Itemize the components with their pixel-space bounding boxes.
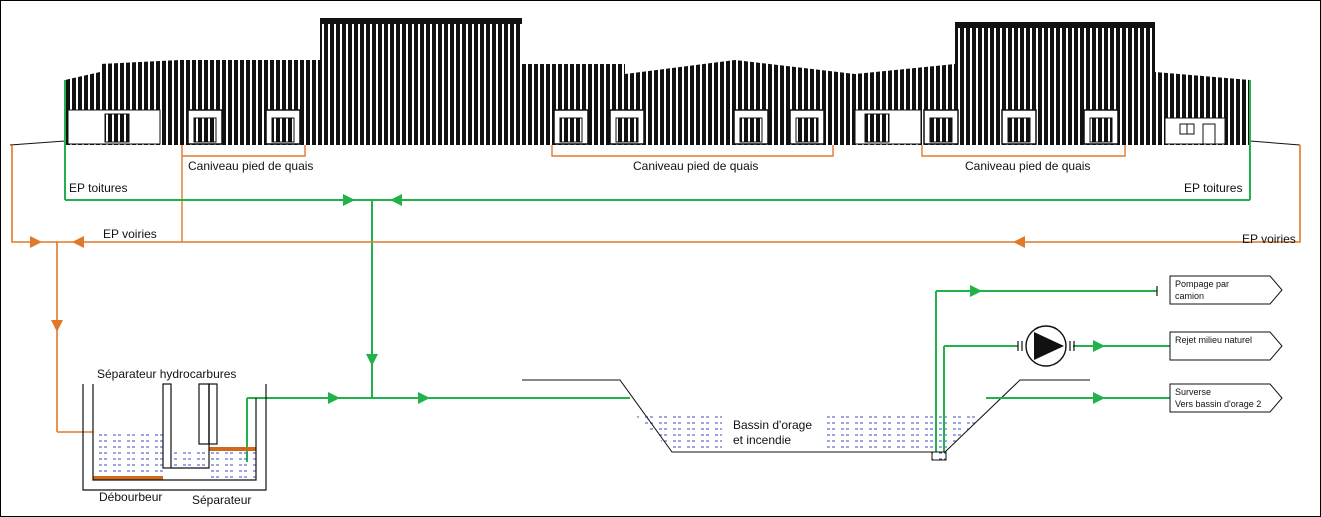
flow-arrow-icon (1013, 236, 1025, 248)
tag-surverse (1169, 383, 1283, 413)
sludge-layer (93, 476, 163, 480)
warehouse-buildings (65, 18, 1250, 145)
label-pompage-line2: camion (1175, 291, 1204, 301)
oil-layer (209, 447, 256, 451)
flow-arrow-icon (343, 194, 355, 206)
flow-arrow-icon (418, 392, 430, 404)
label-separateur-hydrocarbures: Séparateur hydrocarbures (97, 367, 236, 381)
tag-pompage (1169, 275, 1283, 305)
roof-flow-arrows (328, 194, 430, 404)
label-caniveau-2: Caniveau pied de quais (633, 159, 758, 173)
label-surverse-line1: Surverse (1175, 387, 1211, 397)
label-surverse-line2: Vers bassin d'orage 2 (1175, 399, 1261, 409)
label-ep-voiries-right: EP voiries (1242, 232, 1296, 246)
label-caniveau-1: Caniveau pied de quais (188, 159, 313, 173)
label-caniveau-3: Caniveau pied de quais (965, 159, 1090, 173)
storm-basin (522, 379, 1090, 453)
building-tall-right (955, 22, 1155, 145)
flow-arrow-icon (51, 320, 63, 332)
label-ep-toitures-right: EP toitures (1184, 181, 1242, 195)
label-ep-toitures-left: EP toitures (69, 181, 127, 195)
label-ep-voiries-left: EP voiries (103, 227, 157, 241)
outlet-flow-arrows (970, 285, 1105, 404)
road-flow-arrows (30, 236, 1025, 332)
outlet-tags (1169, 275, 1283, 413)
label-rejet: Rejet milieu naturel (1175, 335, 1252, 345)
hydrocarbon-separator (82, 383, 267, 491)
flow-arrow-icon (366, 354, 378, 366)
flow-arrow-icon (1093, 392, 1105, 404)
building-tall-left (320, 18, 522, 145)
flow-arrow-icon (970, 285, 982, 297)
label-pompage-line1: Pompage par (1175, 279, 1229, 289)
valve-icon (1017, 341, 1075, 351)
label-separateur: Séparateur (192, 493, 251, 507)
flow-arrow-icon (390, 194, 402, 206)
road-water-network (11, 145, 1301, 433)
flow-arrow-icon (1093, 340, 1105, 352)
outlet-network (935, 290, 1170, 452)
pump-intake (931, 451, 947, 461)
flow-arrow-icon (72, 236, 84, 248)
flow-arrow-icon (328, 392, 340, 404)
flow-arrow-icon (30, 236, 42, 248)
label-bassin-line2: et incendie (733, 433, 791, 447)
tag-rejet (1169, 331, 1283, 361)
pump-icon (1025, 325, 1067, 367)
label-debourbeur: Débourbeur (99, 490, 162, 504)
label-bassin-line1: Bassin d'orage (733, 418, 812, 432)
